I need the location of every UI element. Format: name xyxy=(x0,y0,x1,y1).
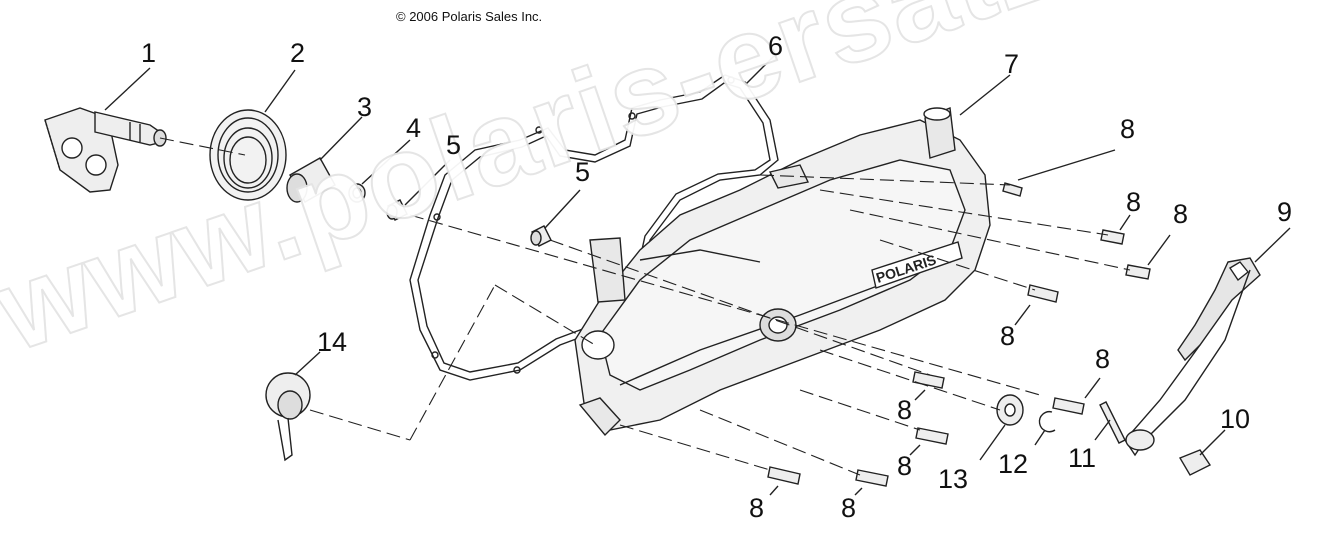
callout-3: 3 xyxy=(357,92,373,122)
callout-8b: 8 xyxy=(1126,187,1142,217)
part-2-spring xyxy=(209,69,296,201)
callout-5a: 5 xyxy=(446,130,462,160)
callout-6: 6 xyxy=(768,31,784,61)
assembly-lines xyxy=(159,137,1131,476)
callout-8e: 8 xyxy=(1095,344,1111,374)
cover-logo-plate xyxy=(871,241,963,289)
part-11-pin xyxy=(1094,401,1126,444)
part-8-bolts xyxy=(767,149,1171,496)
part-3-bushing xyxy=(286,116,363,203)
callout-1: 1 xyxy=(141,38,157,68)
callout-8c: 8 xyxy=(1173,199,1189,229)
part-7-cover xyxy=(574,74,1011,437)
part-5-dowel-pins xyxy=(386,159,581,247)
part-10-cap xyxy=(1178,429,1226,476)
part-9-kick-pedal xyxy=(1124,227,1291,457)
callout-9: 9 xyxy=(1277,197,1293,227)
callout-5b: 5 xyxy=(575,157,591,187)
copyright-notice: © 2006 Polaris Sales Inc. xyxy=(396,9,543,24)
part-4-washer xyxy=(348,139,411,203)
part-13-washer xyxy=(979,394,1024,461)
callout-10: 10 xyxy=(1220,404,1251,434)
callout-4: 4 xyxy=(406,113,422,143)
callout-8i: 8 xyxy=(841,493,857,523)
callout-8f: 8 xyxy=(897,395,913,425)
callout-8h: 8 xyxy=(749,493,765,523)
callout-8g: 8 xyxy=(897,451,913,481)
callout-13: 13 xyxy=(938,464,969,494)
part-6-gasket xyxy=(409,54,779,381)
callout-12: 12 xyxy=(998,449,1029,479)
callout-2: 2 xyxy=(290,38,306,68)
callout-11: 11 xyxy=(1068,443,1097,473)
callout-14: 14 xyxy=(317,327,348,357)
part-14-starter-gear xyxy=(265,351,321,462)
part-1-kick-shaft xyxy=(44,67,167,193)
callout-8d: 8 xyxy=(1000,321,1016,351)
callout-7: 7 xyxy=(1004,49,1020,79)
part-12-clip xyxy=(1034,410,1056,446)
callout-8a: 8 xyxy=(1120,114,1136,144)
